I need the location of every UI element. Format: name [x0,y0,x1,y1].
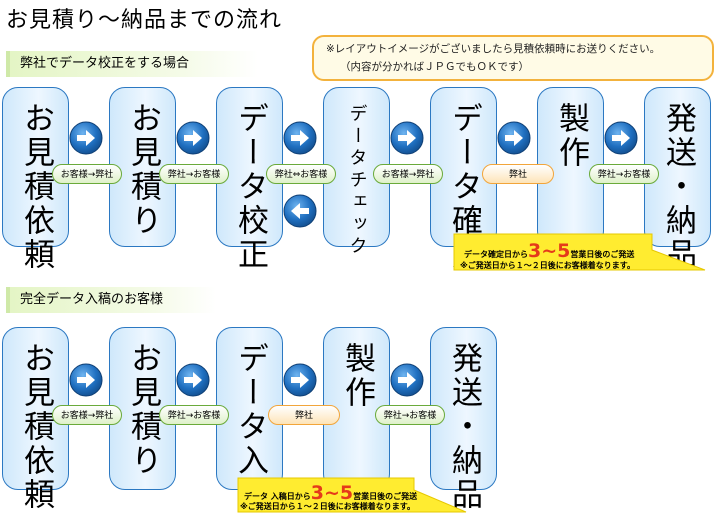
arrow-right-icon [69,121,103,155]
connector-label: 弊社→お客様 [159,164,229,184]
connector-label: 弊社⇔お客様 [266,164,336,184]
arrow-right-icon [283,363,317,397]
notice-line2: （内容が分かればＪＰＧでもＯＫです） [340,61,529,73]
arrow-left-icon [283,194,317,228]
connector-label: 弊社→お客様 [375,405,445,425]
connector-label: お客様→弊社 [52,405,122,425]
arrow-right-icon [390,363,424,397]
connector-label: お客様→弊社 [373,164,443,184]
notice-line1: ※レイアウトイメージがございましたら見積依頼時にお送りください。 [326,43,661,55]
arrow-right-icon [176,121,210,155]
flow2-label: 完全データ入稿のお客様 [6,287,216,313]
lead-time-callout: データ 入稿日から3~5営業日後のご発送 ※ご発送日から１～２日後にお客様着なり… [236,476,468,520]
arrow-right-icon [176,363,210,397]
connector-label: 弊社→お客様 [589,164,659,184]
connector-label: お客様→弊社 [52,164,122,184]
arrow-right-icon [497,121,531,155]
arrow-right-icon [604,121,638,155]
arrow-right-icon [283,121,317,155]
layout-notice: ※レイアウトイメージがございましたら見積依頼時にお送りください。 （内容が分かれ… [312,35,714,81]
flow1-label: 弊社でデータ校正をする場合 [6,51,258,77]
connector-label: 弊社 [482,164,554,184]
step-data-proofing: データ校正 [216,87,283,272]
connector-label: 弊社 [268,405,340,425]
arrow-right-icon [390,121,424,155]
page-title: お見積り～納品までの流れ [6,8,283,33]
arrow-right-icon [69,363,103,397]
connector-label: 弊社→お客様 [159,405,229,425]
lead-time-callout: データ確定日から3~5営業日後のご発送 ※ご発送日から１～２日後にお客様着なりま… [452,232,707,280]
